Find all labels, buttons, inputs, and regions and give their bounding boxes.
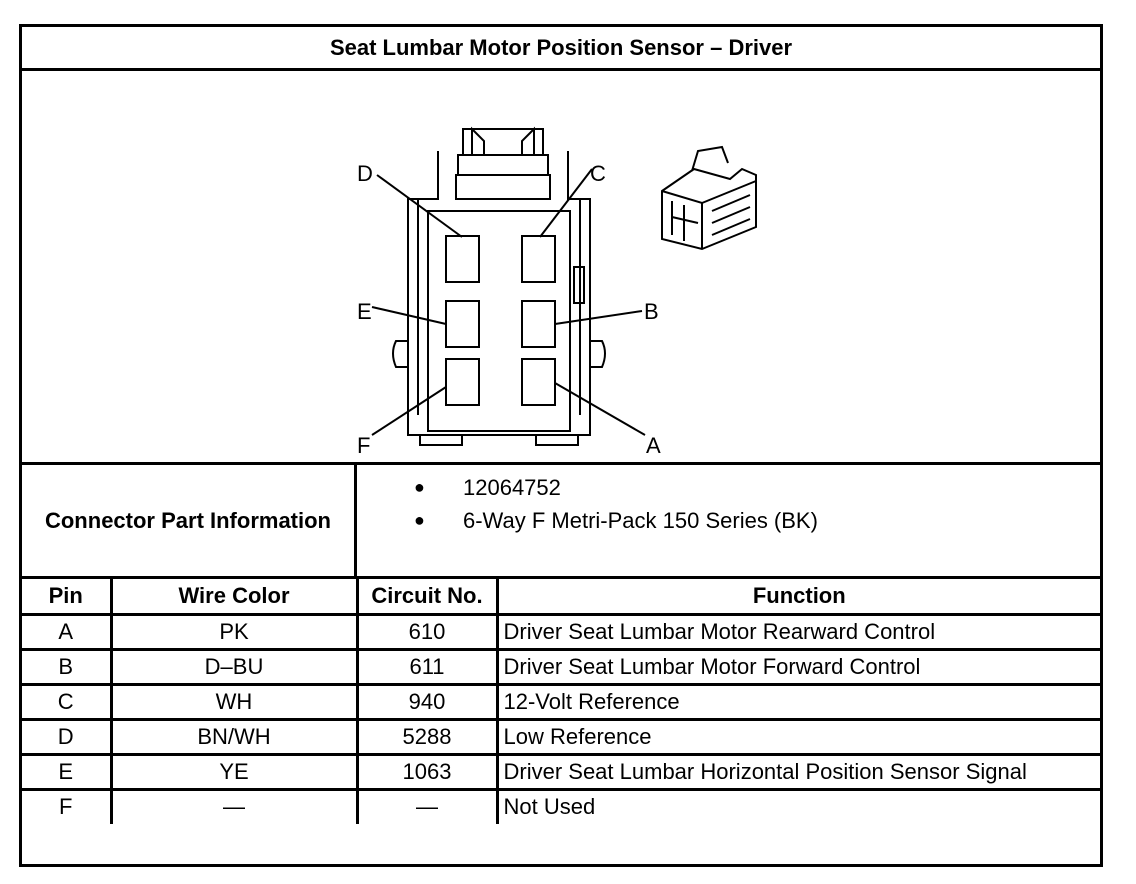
- table-row: B D–BU 611 Driver Seat Lumbar Motor Forw…: [22, 647, 1100, 686]
- function-cell: Not Used: [495, 787, 1100, 824]
- connector-part-info-label: Connector Part Information: [22, 465, 357, 576]
- connector-type: ● 6-Way F Metri-Pack 150 Series (BK): [357, 504, 818, 537]
- pin-label-e: E: [357, 299, 372, 324]
- pin-cell: A: [22, 612, 113, 651]
- function-cell: Low Reference: [495, 717, 1100, 756]
- table-row: D BN/WH 5288 Low Reference: [22, 717, 1100, 756]
- circuit-cell: 611: [355, 647, 499, 686]
- pin-cell: D: [22, 717, 113, 756]
- pin-cell: F: [22, 787, 113, 824]
- header-wire-color: Wire Color: [109, 579, 359, 616]
- wire-color-cell: D–BU: [109, 647, 359, 686]
- page-title: Seat Lumbar Motor Position Sensor – Driv…: [22, 27, 1100, 71]
- wire-color-cell: YE: [109, 752, 359, 791]
- bullet-icon: ●: [414, 477, 425, 497]
- wire-color-cell: WH: [109, 682, 359, 721]
- pin-table: Pin Wire Color Circuit No. Function A PK…: [22, 579, 1100, 824]
- connector-part-list: ● 12064752 ● 6-Way F Metri-Pack 150 Series…: [357, 471, 818, 537]
- pin-cell: B: [22, 647, 113, 686]
- connector-type-text: 6-Way F Metri-Pack 150 Series (BK): [463, 508, 818, 533]
- pin-cell: C: [22, 682, 113, 721]
- function-cell: 12-Volt Reference: [495, 682, 1100, 721]
- pin-label-c: C: [590, 161, 606, 186]
- connector-diagram: D C E B F A: [22, 71, 1100, 465]
- connector-face-drawing: D C E B F A: [357, 126, 757, 458]
- function-cell: Driver Seat Lumbar Horizontal Position S…: [495, 752, 1100, 791]
- bullet-icon: ●: [414, 510, 425, 530]
- circuit-cell: 940: [355, 682, 499, 721]
- pin-cell: E: [22, 752, 113, 791]
- connector-sheet: Seat Lumbar Motor Position Sensor – Driv…: [19, 24, 1103, 867]
- pin-label-a: A: [646, 433, 661, 458]
- circuit-cell: 1063: [355, 752, 499, 791]
- pin-label-d: D: [357, 161, 373, 186]
- part-number-text: 12064752: [463, 475, 561, 500]
- table-row: A PK 610 Driver Seat Lumbar Motor Rearwa…: [22, 612, 1100, 651]
- pin-label-b: B: [644, 299, 659, 324]
- header-function: Function: [495, 579, 1100, 616]
- connector-part-info: Connector Part Information ● 12064752 ● 6-…: [22, 465, 1100, 579]
- circuit-cell: —: [355, 787, 499, 824]
- wire-color-cell: BN/WH: [109, 717, 359, 756]
- wire-color-cell: —: [109, 787, 359, 824]
- header-pin: Pin: [22, 579, 113, 616]
- circuit-cell: 5288: [355, 717, 499, 756]
- table-row: F — — Not Used: [22, 787, 1100, 824]
- function-cell: Driver Seat Lumbar Motor Rearward Contro…: [495, 612, 1100, 651]
- table-row: E YE 1063 Driver Seat Lumbar Horizontal …: [22, 752, 1100, 791]
- function-cell: Driver Seat Lumbar Motor Forward Control: [495, 647, 1100, 686]
- part-number: ● 12064752: [357, 471, 818, 504]
- circuit-cell: 610: [355, 612, 499, 651]
- pin-label-f: F: [357, 433, 370, 458]
- header-circuit-no: Circuit No.: [355, 579, 499, 616]
- table-row: C WH 940 12-Volt Reference: [22, 682, 1100, 721]
- table-header-row: Pin Wire Color Circuit No. Function: [22, 579, 1100, 616]
- wire-color-cell: PK: [109, 612, 359, 651]
